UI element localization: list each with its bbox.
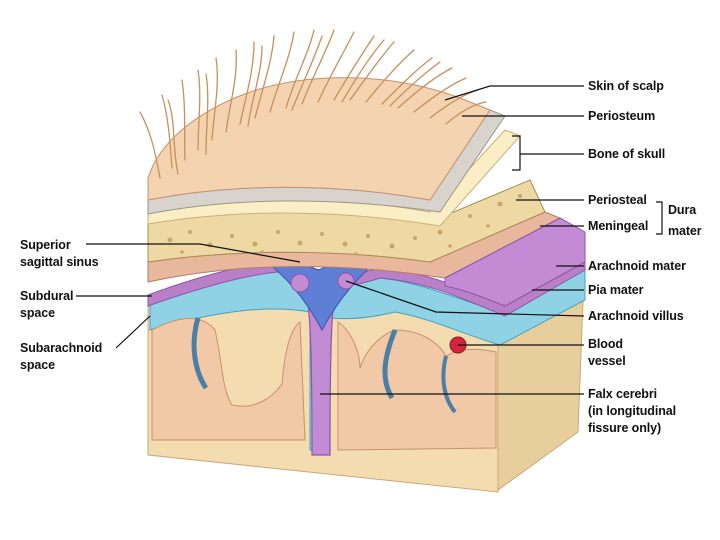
label-falx-line1: Falx cerebri (588, 387, 657, 401)
arachnoid-strip-right (444, 217, 586, 307)
label-superior-line2: sagittal sinus (20, 255, 99, 269)
leader-subarachnoid-space (115, 315, 151, 349)
scalp-skin (147, 77, 491, 201)
bracket-bone-of-skull (512, 135, 521, 171)
gyrus-left (151, 318, 306, 441)
hair-strands-icon (139, 29, 487, 179)
label-superior-line1: Superior (20, 238, 71, 252)
leader-skin-of-scalp (444, 85, 584, 101)
label-blood-vessel-line1: Blood (588, 337, 623, 351)
label-pia-mater: Pia mater (588, 283, 644, 297)
label-blood-vessel-line2: vessel (588, 354, 626, 368)
label-arachnoid-villus: Arachnoid villus (588, 309, 684, 323)
sulcus-left (191, 317, 209, 390)
label-periosteum: Periosteum (588, 109, 656, 123)
label-skin-of-scalp: Skin of scalp (588, 79, 664, 93)
arachnoid-villus-left (290, 273, 310, 293)
bone-texture (167, 194, 522, 256)
gyrus-right (337, 321, 497, 451)
label-periosteal: Periosteal (588, 193, 647, 207)
label-bone-of-skull: Bone of skull (588, 147, 666, 161)
label-dura-line1: Dura (668, 203, 697, 217)
label-subdural-line2: space (20, 306, 55, 320)
sulcus-right (382, 329, 398, 400)
sulcus-mid (441, 355, 457, 414)
label-subarachnoid-line2: space (20, 358, 55, 372)
leader-arachnoid-villus (345, 280, 585, 317)
label-falx-line3: fissure only) (588, 421, 662, 435)
label-subarachnoid-line1: Subarachnoid (20, 341, 103, 355)
bracket-dura-mater (656, 201, 663, 235)
label-falx-line2: (in longitudinal (588, 404, 676, 418)
leader-superior-sagittal-sinus (86, 243, 301, 263)
label-meningeal: Meningeal (588, 219, 649, 233)
label-dura-line2: mater (668, 224, 702, 238)
label-arachnoid-mater: Arachnoid mater (588, 259, 686, 273)
label-subdural-line1: Subdural (20, 289, 74, 303)
